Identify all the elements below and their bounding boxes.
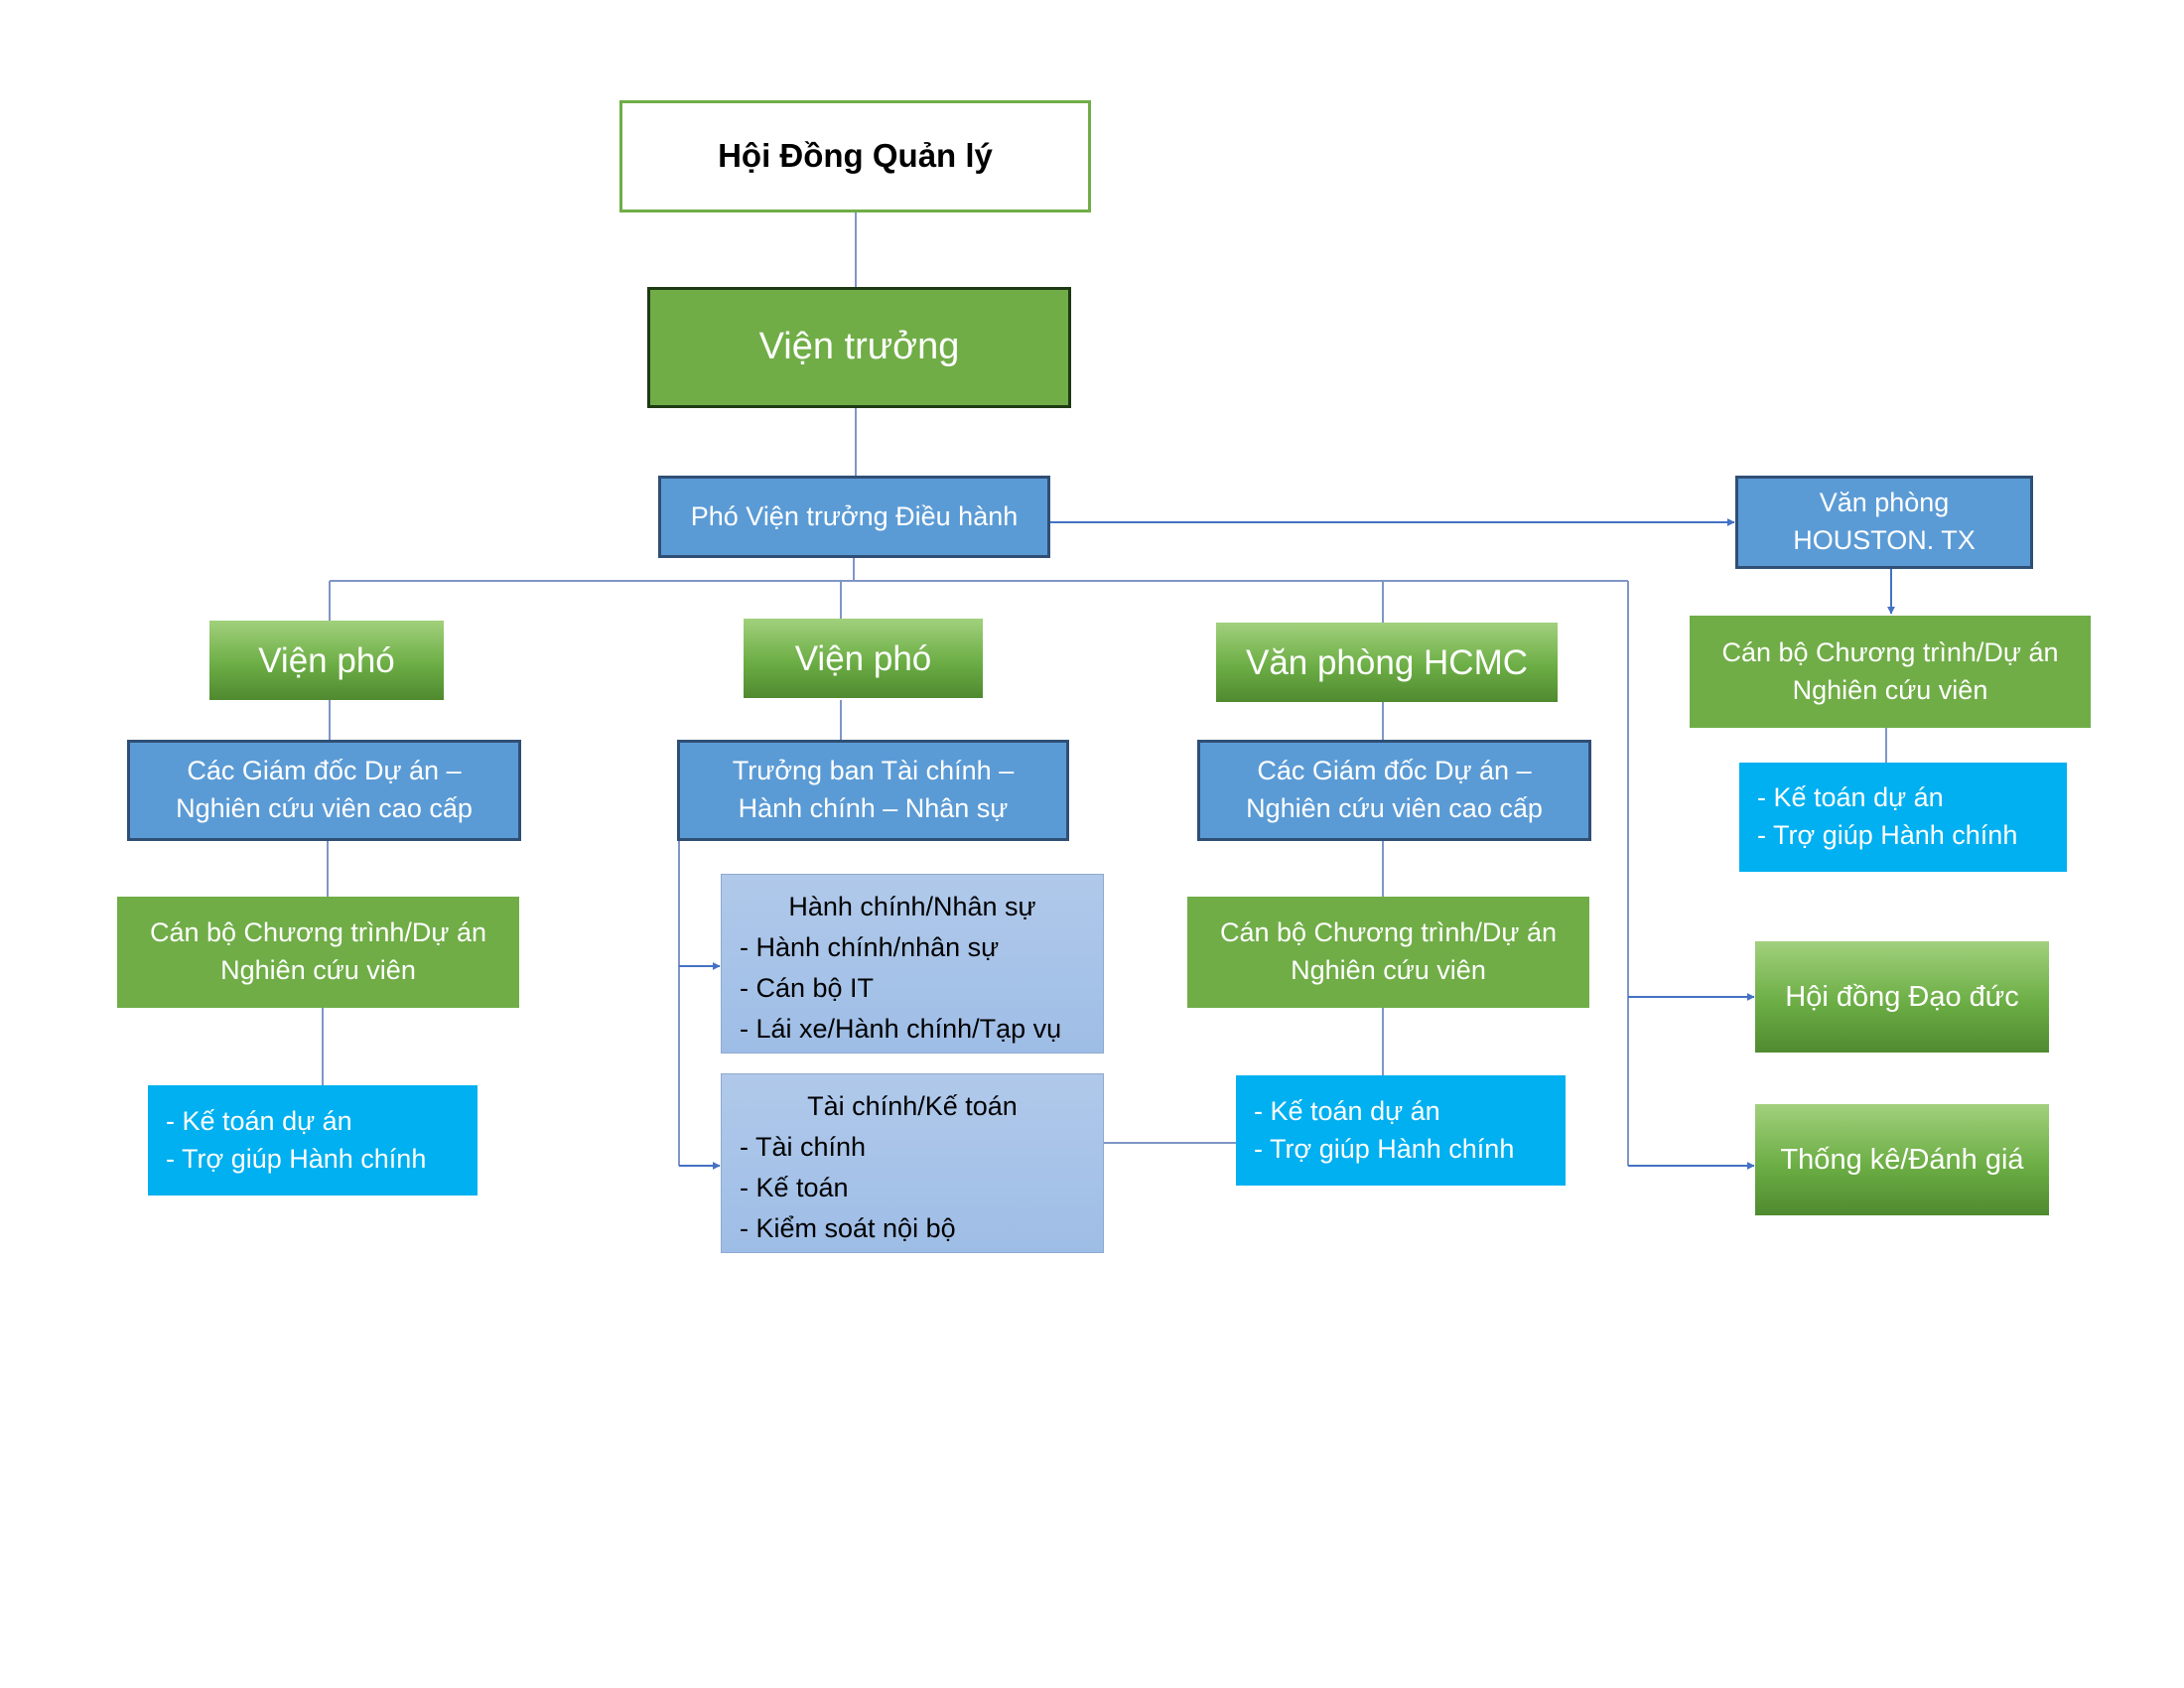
left-officer-line: Nghiên cứu viên [220,955,416,985]
houston-office-node: Văn phòng HOUSTON. TX [1735,476,2033,569]
director-node: Viện trưởng [647,287,1071,408]
houston-officer-line: Cán bộ Chương trình/Dự án [1721,636,2059,667]
left-officer-node: Cán bộ Chương trình/Dự án Nghiên cứu viê… [117,897,519,1008]
hcmc-office-title: Văn phòng HCMC [1245,642,1529,682]
finance-unit-item: - Kiểm soát nội bộ [740,1213,956,1244]
statistics-evaluation-node: Thống kê/Đánh giá [1755,1104,2049,1215]
statistics-evaluation-title: Thống kê/Đánh giá [1780,1143,2024,1176]
finance-head-line: Hành chính – Nhân sự [738,793,1009,823]
houston-staff-line: - Trợ giúp Hành chính [1757,820,2018,850]
deputy-left-node: Viện phó [209,621,444,700]
ethics-council-node: Hội đồng Đạo đức [1755,941,2049,1053]
admin-hr-unit-title: Hành chính/Nhân sự [788,892,1036,921]
left-staff-line: - Trợ giúp Hành chính [166,1143,427,1174]
hcmc-managers-line: Các Giám đốc Dự án – [1257,756,1532,786]
finance-head-node: Trưởng ban Tài chính – Hành chính – Nhân… [677,740,1069,841]
executive-deputy-node: Phó Viện trưởng Điều hành [658,476,1050,558]
finance-unit-node: Tài chính/Kế toán - Tài chính - Kế toán … [721,1073,1104,1253]
houston-officer-line: Nghiên cứu viên [1792,674,1988,705]
ethics-council-title: Hội đồng Đạo đức [1785,980,2019,1013]
hcmc-staff-line: - Trợ giúp Hành chính [1254,1133,1515,1164]
hcmc-staff-node: - Kế toán dự án - Trợ giúp Hành chính [1236,1075,1566,1186]
left-managers-line: Nghiên cứu viên cao cấp [176,793,473,823]
hcmc-staff-line: - Kế toán dự án [1254,1095,1440,1126]
houston-staff-line: - Kế toán dự án [1757,782,1944,813]
admin-hr-unit-node: Hành chính/Nhân sự - Hành chính/nhân sự … [721,874,1104,1054]
left-staff-node: - Kế toán dự án - Trợ giúp Hành chính [148,1085,478,1196]
hcmc-managers-line: Nghiên cứu viên cao cấp [1246,793,1543,823]
executive-deputy-title: Phó Viện trưởng Điều hành [690,500,1019,531]
houston-staff-node: - Kế toán dự án - Trợ giúp Hành chính [1739,763,2067,872]
hcmc-office-node: Văn phòng HCMC [1216,623,1558,702]
left-managers-node: Các Giám đốc Dự án – Nghiên cứu viên cao… [127,740,521,841]
finance-unit-item: - Kế toán [740,1173,849,1203]
left-officer-line: Cán bộ Chương trình/Dự án [149,917,487,948]
finance-unit-item: - Tài chính [740,1132,867,1163]
admin-hr-unit-item: - Lái xe/Hành chính/Tạp vụ [740,1014,1062,1045]
hcmc-officer-line: Cán bộ Chương trình/Dự án [1219,917,1558,948]
admin-hr-unit-item: - Cán bộ IT [740,973,875,1004]
hcmc-officer-node: Cán bộ Chương trình/Dự án Nghiên cứu viê… [1187,897,1589,1008]
left-staff-line: - Kế toán dự án [166,1105,352,1136]
hcmc-managers-node: Các Giám đốc Dự án – Nghiên cứu viên cao… [1197,740,1591,841]
hcmc-officer-line: Nghiên cứu viên [1291,955,1486,985]
finance-unit-title: Tài chính/Kế toán [807,1091,1018,1121]
finance-head-line: Trưởng ban Tài chính – [732,756,1015,786]
deputy-middle-node: Viện phó [744,619,983,698]
director-title: Viện trưởng [758,326,960,368]
deputy-left-title: Viện phó [258,640,395,680]
houston-office-line: Văn phòng [1819,488,1950,518]
left-managers-line: Các Giám đốc Dự án – [187,756,462,786]
admin-hr-unit-item: - Hành chính/nhân sự [740,932,1000,963]
houston-office-line: HOUSTON. TX [1793,525,1976,555]
houston-officer-node: Cán bộ Chương trình/Dự án Nghiên cứu viê… [1690,616,2091,728]
board-title: Hội Đồng Quản lý [718,137,993,175]
deputy-middle-title: Viện phó [794,638,932,678]
board-node: Hội Đồng Quản lý [619,100,1091,212]
